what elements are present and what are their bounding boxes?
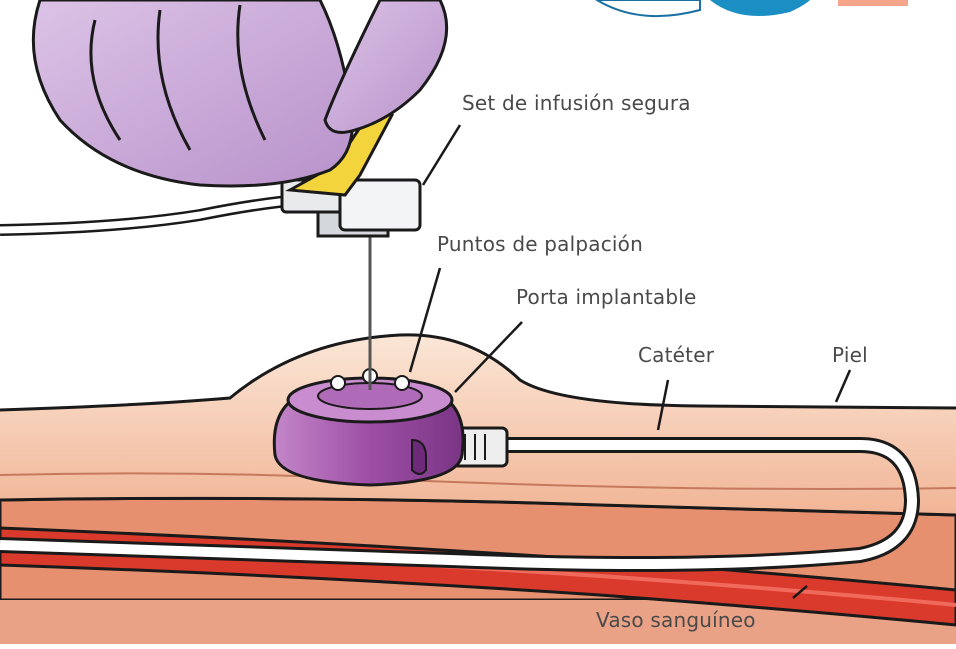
label-piel: Piel xyxy=(832,343,868,367)
label-cateter: Catéter xyxy=(638,343,714,367)
leader-set xyxy=(423,125,460,185)
gloved-hand xyxy=(33,0,446,186)
skin-layer xyxy=(0,335,956,515)
palpation-point xyxy=(331,376,345,390)
leader-piel xyxy=(836,370,850,402)
logo-fragment xyxy=(597,0,908,16)
label-puntos-palpacion: Puntos de palpación xyxy=(437,232,643,256)
label-vaso-sanguineo: Vaso sanguíneo xyxy=(596,608,756,632)
palpation-point xyxy=(395,376,409,390)
label-set-infusion: Set de infusión segura xyxy=(462,91,691,115)
label-porta-implantable: Porta implantable xyxy=(516,285,697,309)
